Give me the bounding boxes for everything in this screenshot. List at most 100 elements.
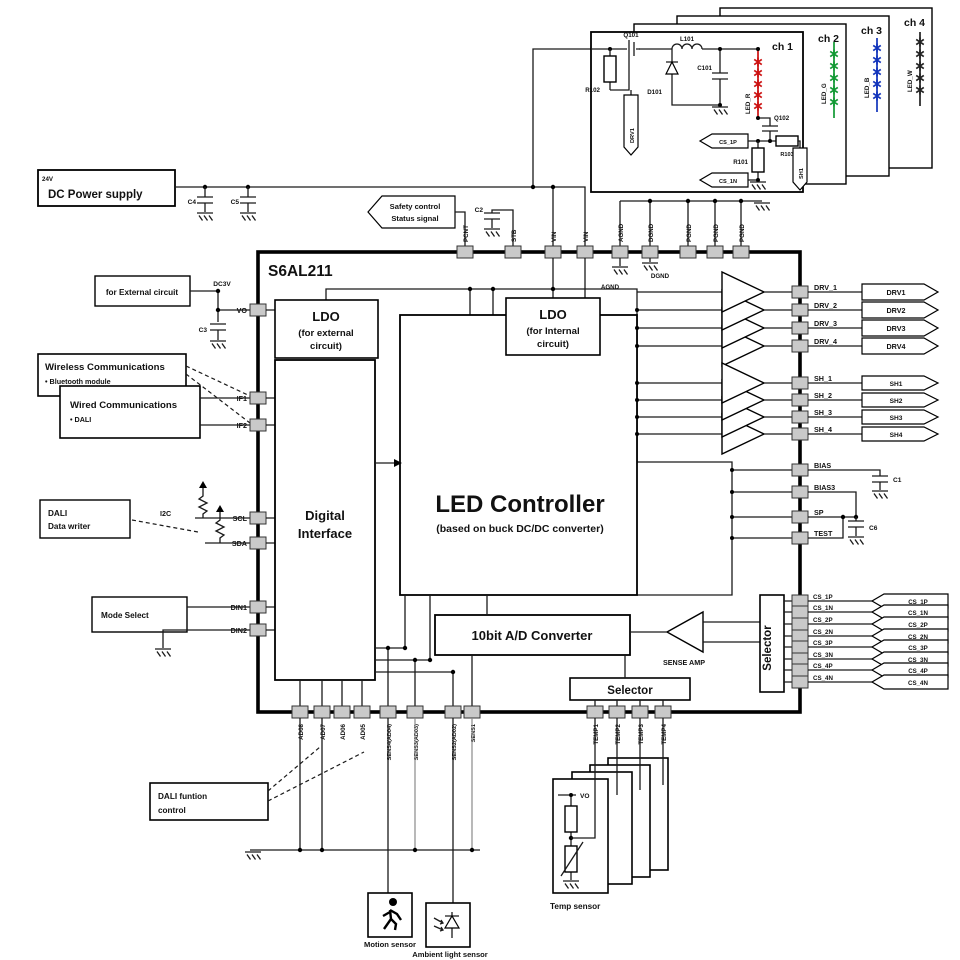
selector-horizontal: Selector xyxy=(569,655,691,706)
pin-cs3n: CS_3N xyxy=(813,652,833,659)
svg-text:(for Internal: (for Internal xyxy=(526,326,579,337)
chip-name: S6AL211 xyxy=(268,263,333,280)
pin-vin1: VIN xyxy=(551,231,558,242)
svg-text:DRV2: DRV2 xyxy=(886,306,905,315)
dali-data-writer-block: DALI Data writer I2C xyxy=(39,499,199,539)
led-g-label: LED_G xyxy=(821,83,828,104)
i2c-pullups xyxy=(195,481,250,544)
temp-sensor-circuit: VO xyxy=(558,793,590,890)
left-side: for External circuit DC3V C3 Wireless Co… xyxy=(37,275,275,658)
pin-pgnd2: PGND xyxy=(713,224,720,242)
temp-sensor-stack: VO Temp sensor xyxy=(550,718,669,911)
svg-text:(based on buck DC/DC converter: (based on buck DC/DC converter) xyxy=(436,523,603,535)
selector-vertical: Selector xyxy=(759,594,792,693)
pin-temp3: TEMP3 xyxy=(638,723,645,744)
pin-sh4: SH_4 xyxy=(814,425,832,434)
svg-text:Mode Select: Mode Select xyxy=(101,611,149,620)
svg-text:CS_4P: CS_4P xyxy=(908,668,928,675)
capacitor-c3: C3 xyxy=(199,327,208,334)
svg-text:SH1: SH1 xyxy=(890,381,903,388)
svg-text:C4: C4 xyxy=(188,199,197,206)
pin-sh1: SH_1 xyxy=(814,374,832,383)
svg-text:CS_2N: CS_2N xyxy=(908,634,928,641)
svg-text:CS_1P: CS_1P xyxy=(908,599,928,606)
temp-sensor-caption: Temp sensor xyxy=(550,902,601,911)
svg-text:DGND: DGND xyxy=(651,273,670,280)
capacitor-c5: C5 xyxy=(231,187,257,222)
svg-text:SH2: SH2 xyxy=(890,398,903,405)
mode-select-block: Mode Select xyxy=(91,596,250,658)
svg-text:SENSE AMP: SENSE AMP xyxy=(663,658,705,667)
svg-text:DRV1: DRV1 xyxy=(630,128,636,143)
svg-text:DRV1: DRV1 xyxy=(886,288,905,297)
svg-text:CS_1N: CS_1N xyxy=(908,610,928,617)
pin-ad07: AD07 xyxy=(320,723,327,739)
ch4-label: ch 4 xyxy=(904,17,925,29)
pin-pcnt: PCNT xyxy=(463,225,470,242)
pin-sens2: SENS2(AD02) xyxy=(452,724,458,761)
led-string-blue xyxy=(872,38,882,112)
svg-text:Status signal: Status signal xyxy=(391,214,438,223)
svg-text:C2: C2 xyxy=(475,207,484,214)
pin-din1: DIN1 xyxy=(231,603,247,612)
svg-text:LDO: LDO xyxy=(312,309,339,324)
wired-comms-block: Wired Communications • DALI xyxy=(59,385,201,439)
cs1n-net-flag: CS_1N xyxy=(698,172,767,191)
diode-d101: D101 xyxy=(647,49,720,106)
svg-text:C101: C101 xyxy=(697,65,712,72)
ldo-internal-block: LDO (for Internal circuit) xyxy=(505,297,601,356)
pin-drv3: DRV_3 xyxy=(814,319,837,328)
pin-cs1n: CS_1N xyxy=(813,605,833,612)
sh1-net-flag: SH1 xyxy=(792,147,808,191)
svg-text:Motion sensor: Motion sensor xyxy=(364,940,416,949)
pin-test: TEST xyxy=(814,529,833,538)
pin-if2: IF2 xyxy=(237,421,247,430)
pin-sens4: SENS4(AD04) xyxy=(387,724,393,761)
transistor-q102: Q102 xyxy=(756,115,790,141)
motion-sensor-icon xyxy=(382,898,402,931)
pin-cs3p: CS_3P xyxy=(813,640,833,647)
pin-sens1: SENS1 xyxy=(471,724,477,742)
pin-ad06: AD06 xyxy=(340,723,347,739)
capacitor-c4: C4 xyxy=(188,187,214,222)
pin-sens3: SENS3(AD03) xyxy=(414,724,420,761)
led-w-label: LED_W xyxy=(907,70,914,92)
channel-panels: ch 4 LED_W ch 3 LED_B ch 2 LED_G ch 1 Q1… xyxy=(585,7,933,193)
pin-if1: IF1 xyxy=(237,394,247,403)
bias-externals: C1 C6 xyxy=(808,469,902,546)
pin-cs1p: CS_1P xyxy=(813,594,833,601)
resistor-r103: R103 xyxy=(775,135,801,158)
svg-text:CS_2P: CS_2P xyxy=(908,622,928,629)
svg-text:SH3: SH3 xyxy=(890,415,903,422)
pin-pgnd1: PGND xyxy=(686,224,693,242)
drv-buffers xyxy=(635,270,792,368)
pin-drv1: DRV_1 xyxy=(814,283,837,292)
adc-block: 10bit A/D Converter xyxy=(434,595,631,656)
svg-text:R103: R103 xyxy=(780,152,793,158)
supply-voltage: 24V xyxy=(42,176,54,183)
svg-text:DALI: DALI xyxy=(48,509,67,518)
pin-sp: SP xyxy=(814,508,824,517)
svg-text:DRV4: DRV4 xyxy=(886,342,905,351)
svg-text:AGND: AGND xyxy=(601,284,620,291)
led-r-label: LED_R xyxy=(745,93,752,114)
led-string-red xyxy=(753,49,763,118)
dc-power-supply-block: 24V DC Power supply C4 C5 xyxy=(37,48,591,246)
sense-amp: SENSE AMP xyxy=(630,610,760,667)
pin-pgnd3: PGND xyxy=(739,224,746,242)
safety-control-flag: Safety control Status signal xyxy=(367,195,466,246)
pin-ad05: AD05 xyxy=(360,723,367,739)
ldo-external-block: LDO (for external circuit) xyxy=(274,299,379,359)
pin-ad08: AD08 xyxy=(298,723,305,739)
svg-text:(for external: (for external xyxy=(298,328,353,339)
svg-text:Digital: Digital xyxy=(305,508,345,523)
right-side: DRV_1 DRV_2 DRV_3 DRV_4 DRV1 DRV2 DRV3 D… xyxy=(791,283,949,690)
pin-vo: VO xyxy=(237,306,248,315)
pin-temp2: TEMP2 xyxy=(615,723,622,744)
bottom-side: AD08 AD07 AD06 AD05 SENS4(AD04) SENS3(AD… xyxy=(149,705,672,959)
motion-sensor-block: Motion sensor xyxy=(364,892,416,949)
drv-net-flags: DRV1 DRV2 DRV3 DRV4 xyxy=(861,283,940,355)
svg-text:Q102: Q102 xyxy=(774,115,790,122)
svg-text:CS_3N: CS_3N xyxy=(908,657,928,664)
